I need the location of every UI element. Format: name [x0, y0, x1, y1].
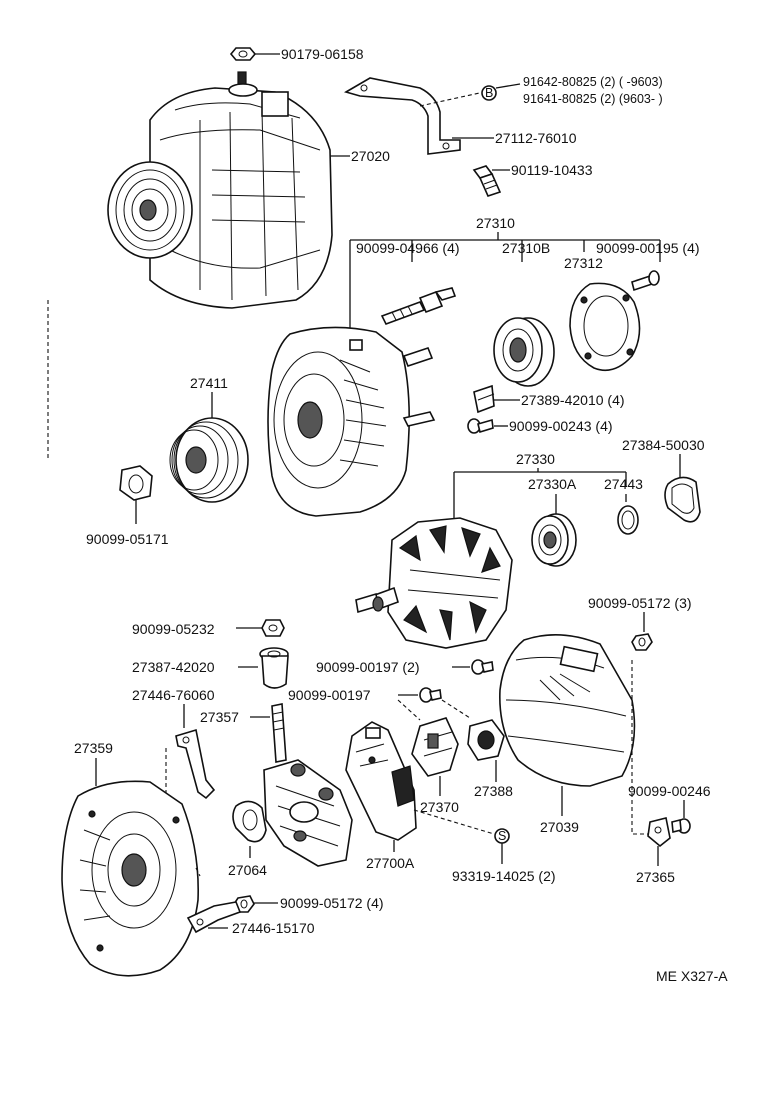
- bearing-27330a: [531, 513, 577, 567]
- label-27370: 27370: [420, 799, 459, 815]
- label-27330a: 27330A: [528, 476, 577, 492]
- terminal-27446-15170: [186, 901, 242, 934]
- label-27443: 27443: [604, 476, 643, 492]
- pulley-27411: [169, 417, 249, 503]
- label-90099-05171: 90099-05171: [86, 531, 169, 547]
- svg-text:S: S: [498, 829, 506, 843]
- label-27310: 27310: [476, 215, 515, 231]
- label-27411: 27411: [190, 375, 228, 391]
- cover-27389-42010: [473, 384, 495, 414]
- terminal-27446-76060: [175, 728, 216, 800]
- label-93319-14025: 93319-14025 (2): [452, 868, 556, 884]
- brush-holder-27370: [411, 717, 459, 777]
- label-90099-00243: 90099-00243 (4): [509, 418, 613, 434]
- bearing-27310b: [493, 317, 555, 387]
- label-27330: 27330: [516, 451, 555, 467]
- insulator-27384-50030: [664, 476, 701, 523]
- label-90099-00246: 90099-00246: [628, 783, 711, 799]
- label-27112-76010: 27112-76010: [495, 130, 577, 146]
- label-91642-80825: 91642-80825 (2) ( -9603): [523, 75, 663, 89]
- label-91641-80825: 91641-80825 (2) (9603- ): [523, 92, 663, 106]
- label-27312: 27312: [564, 255, 603, 271]
- label-27446-15170: 27446-15170: [232, 920, 315, 936]
- label-90119-10433: 90119-10433: [511, 162, 593, 178]
- label-90099-00195: 90099-00195 (4): [596, 240, 700, 256]
- label-27357: 27357: [200, 709, 239, 725]
- label-27039: 27039: [540, 819, 579, 835]
- label-90099-05232: 90099-05232: [132, 621, 215, 637]
- label-90179-06158: 90179-06158: [281, 46, 364, 62]
- terminal-27365: [647, 817, 671, 848]
- stud-bolt-90099-04966: [380, 287, 457, 325]
- label-27020: 27020: [351, 148, 390, 164]
- label-27310b: 27310B: [502, 240, 550, 256]
- label-90099-05172-4: 90099-05172 (4): [280, 895, 384, 911]
- label-27388: 27388: [474, 783, 513, 799]
- rear-end-frame-27359: [61, 780, 199, 977]
- label-90099-05172-3: 90099-05172 (3): [588, 595, 692, 611]
- rectifier-holder: [263, 759, 353, 867]
- screw-90099-00246: [671, 818, 691, 834]
- terminal-stud-27357: [271, 703, 287, 763]
- washer-s-marker: S: [494, 828, 510, 844]
- label-27446-76060: 27446-76060: [132, 687, 215, 703]
- label-90099-00197-2: 90099-00197 (2): [316, 659, 420, 675]
- figure-code: ME X327-A: [656, 968, 728, 984]
- retainer-plate-27312: [569, 282, 641, 372]
- nut-90099-05232: [261, 619, 285, 637]
- nut-90099-05171: [119, 465, 153, 501]
- nut-90179-06158: [229, 47, 257, 61]
- nut-90099-05172-3: [631, 633, 653, 651]
- screw-90099-00197: [419, 687, 442, 703]
- rear-cover-27039: [499, 634, 636, 787]
- svg-text:B: B: [485, 86, 493, 100]
- ring-27443: [617, 505, 639, 535]
- alternator-assembly: [107, 71, 333, 309]
- gasket-27064: [232, 800, 267, 843]
- label-27359: 27359: [74, 740, 113, 756]
- label-27700a: 27700A: [366, 855, 415, 871]
- label-27064: 27064: [228, 862, 267, 878]
- regulator-27700a: [345, 721, 417, 841]
- screw-90099-00243: [467, 418, 494, 434]
- brush-cover-27388: [467, 719, 505, 761]
- screw-90099-00197-2: [471, 659, 494, 675]
- bushing-27387-42020: [259, 647, 289, 689]
- label-27389-42010: 27389-42010 (4): [521, 392, 625, 408]
- label-27365: 27365: [636, 869, 675, 885]
- bolt-90119-10433: [472, 165, 502, 197]
- bracket-27112-76010: [343, 77, 461, 155]
- label-90099-04966: 90099-04966 (4): [356, 240, 460, 256]
- rotor-27330: [355, 517, 513, 649]
- washer-b-marker: B: [481, 85, 497, 101]
- label-27384-50030: 27384-50030: [622, 437, 705, 453]
- label-90099-00197: 90099-00197: [288, 687, 371, 703]
- label-27387-42020: 27387-42020: [132, 659, 215, 675]
- screw-90099-00195: [631, 270, 660, 292]
- drive-end-frame: [267, 326, 436, 517]
